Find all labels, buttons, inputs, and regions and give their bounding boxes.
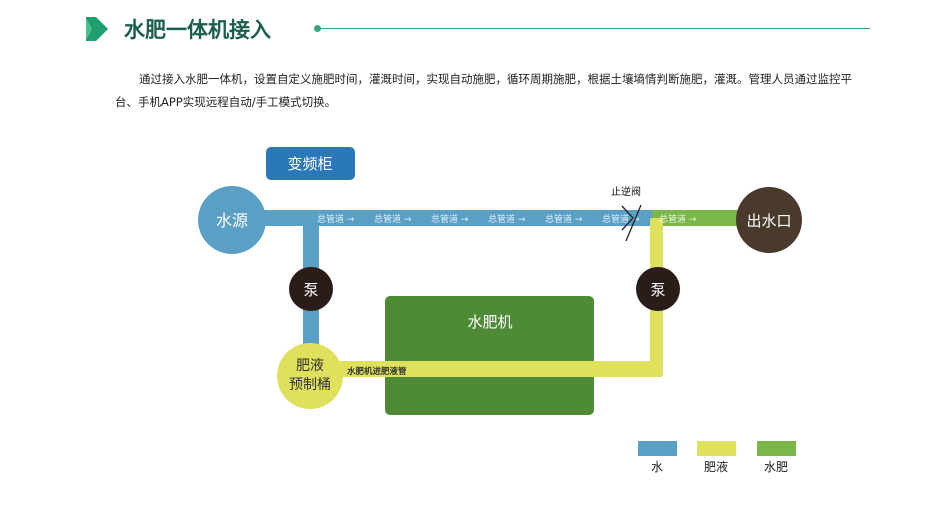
main-pipe-label: 总管道 → [545, 213, 583, 225]
vfd-cabinet-block [266, 147, 355, 180]
legend-swatch-water [638, 441, 677, 456]
fertilizer-machine-block [385, 296, 594, 415]
legend-swatch-liquid [697, 441, 736, 456]
legend-label-mix: 水肥 [764, 460, 788, 474]
legend-swatch-mix [757, 441, 796, 456]
pump-left-label: 泵 [303, 281, 318, 299]
header-divider-dot [314, 25, 321, 32]
fertilizer-tank-node [277, 343, 343, 409]
fertilizer-tank-label-line1: 肥液 [296, 358, 324, 374]
legend: 水 肥液 水肥 [638, 441, 796, 474]
check-valve-label: 止逆阀 [611, 185, 641, 198]
header-divider [318, 28, 870, 29]
water-source-node [198, 186, 266, 254]
inlet-pipe-label: 水肥机进肥液管 [346, 366, 407, 377]
water-source-label: 水源 [216, 211, 248, 230]
inlet-pipe-liquid [320, 361, 662, 377]
pump-right-label: 泵 [650, 281, 665, 299]
main-pipe-label: 总管道 → [488, 213, 526, 225]
pump-left-node [289, 267, 333, 311]
main-pipe-label: 总管道 → [659, 213, 697, 225]
fertilizer-machine-label: 水肥机 [467, 313, 512, 331]
description-text: 通过接入水肥一体机，设置自定义施肥时间，灌溉时间，实现自动施肥，循环周期施肥，根… [115, 72, 852, 109]
check-valve-icon [625, 204, 642, 242]
section-header: 水肥一体机接入 [86, 12, 876, 46]
main-pipe-label: 总管道 → [431, 213, 469, 225]
legend-label-liquid: 肥液 [704, 459, 728, 474]
main-pipe-label: 总管道 → [317, 213, 355, 225]
fertilizer-tank-label-line2: 预制桶 [289, 377, 331, 393]
main-pipe-water [230, 210, 658, 226]
section-title: 水肥一体机接入 [124, 18, 271, 42]
pump-right-node [636, 267, 680, 311]
legend-label-water: 水 [651, 460, 663, 474]
chevron-arrow-icon [86, 17, 108, 41]
vfd-cabinet-label: 变频柜 [287, 155, 332, 173]
main-pipe-label: 总管道 → [602, 213, 640, 225]
outlet-label: 出水口 [746, 212, 791, 230]
check-valve-icon [621, 205, 634, 231]
outlet-node [736, 187, 802, 253]
main-pipe-label: 总管道 → [374, 213, 412, 225]
